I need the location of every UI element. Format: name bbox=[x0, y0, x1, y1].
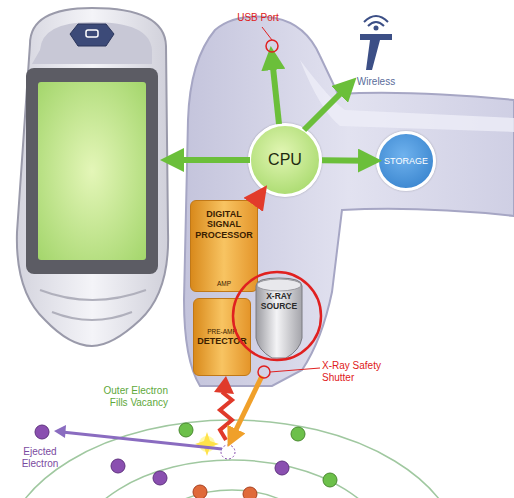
callout-label: USB Port bbox=[228, 12, 288, 24]
node-text: X-RAY SOURCE bbox=[254, 292, 304, 312]
callout-label: Wireless bbox=[346, 76, 406, 88]
fluorescence-ray bbox=[220, 392, 232, 440]
callout-label: X-Ray Safety Shutter bbox=[322, 360, 414, 384]
callout-label: Ejected Electron bbox=[8, 446, 72, 470]
screen bbox=[38, 82, 146, 260]
usb-arrow bbox=[272, 58, 279, 124]
fluorescence-arrowhead bbox=[214, 376, 234, 394]
leader-line bbox=[262, 27, 272, 40]
cylinder-shape bbox=[252, 276, 306, 360]
node-text: PRE-AMP bbox=[207, 328, 237, 335]
button-icon bbox=[86, 30, 98, 37]
process-box: PRE-AMPDETECTOR bbox=[193, 298, 251, 376]
screen-frame bbox=[26, 68, 158, 274]
node-text: CPU bbox=[268, 151, 302, 169]
callout-label: Outer Electron Fills Vacancy bbox=[88, 385, 168, 409]
circle-node: STORAGE bbox=[376, 131, 436, 191]
process-box: DIGITAL SIGNAL PROCESSOR AMP bbox=[190, 200, 258, 292]
analyzer-body bbox=[17, 8, 168, 346]
highlight-circle bbox=[233, 272, 321, 360]
ejected-arrow bbox=[62, 432, 222, 449]
node-text: DETECTOR bbox=[197, 336, 246, 346]
node-text: STORAGE bbox=[384, 156, 428, 166]
circle-node: CPU bbox=[248, 123, 322, 197]
wireless-arrow bbox=[304, 86, 348, 130]
gun-highlight bbox=[300, 60, 514, 132]
body-line bbox=[40, 290, 146, 300]
edge-group bbox=[257, 160, 370, 200]
node-text: AMP bbox=[217, 280, 231, 287]
body-line bbox=[52, 312, 132, 320]
connector-arrow bbox=[322, 157, 370, 163]
screen-arrow bbox=[172, 157, 250, 163]
connector-arrow bbox=[257, 195, 260, 200]
shutter-circle bbox=[258, 366, 270, 378]
xray-source: X-RAY SOURCE bbox=[252, 276, 306, 360]
leader-line bbox=[270, 368, 320, 372]
button bbox=[70, 24, 114, 46]
ejected-arrowhead bbox=[54, 425, 66, 438]
analyzer-top bbox=[32, 22, 152, 64]
gun-body bbox=[184, 17, 514, 387]
xray-beam bbox=[232, 376, 262, 438]
atom bbox=[2, 420, 462, 498]
wireless-icon bbox=[360, 16, 392, 70]
usb-port-circle bbox=[266, 40, 278, 52]
node-text: DIGITAL SIGNAL PROCESSOR bbox=[194, 209, 254, 240]
